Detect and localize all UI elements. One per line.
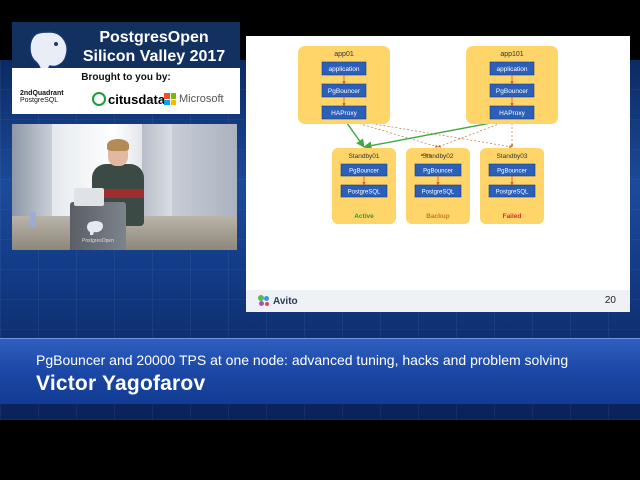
microsoft-name: Microsoft bbox=[179, 93, 224, 105]
sponsor-panel bbox=[12, 68, 240, 114]
water-bottle bbox=[30, 212, 36, 228]
standby-layer-label: PostgreSQL bbox=[422, 190, 455, 196]
brought-by-label: Brought to you by: bbox=[81, 72, 171, 83]
app-layer-label: application bbox=[496, 66, 527, 73]
sponsor-2ndquadrant: 2ndQuadrant PostgreSQL bbox=[20, 90, 64, 108]
architecture-diagram: app01applicationPgBouncerHAProxyapp101ap… bbox=[298, 46, 558, 224]
standby-layer-label: PgBouncer bbox=[497, 169, 527, 175]
speaker-video: PostgresOpen bbox=[12, 124, 237, 250]
sponsor-microsoft: Microsoft bbox=[164, 90, 224, 108]
avito-logo-icon bbox=[258, 295, 270, 307]
citus-name: citusdata bbox=[108, 91, 166, 107]
talk-title: PgBouncer and 20000 TPS at one node: adv… bbox=[36, 352, 569, 368]
app-layer-label: application bbox=[328, 66, 359, 73]
conference-title: PostgresOpen Silicon Valley 2017 bbox=[74, 28, 234, 66]
app-servers: app01applicationPgBouncerHAProxyapp101ap… bbox=[298, 46, 558, 124]
laptop bbox=[74, 188, 104, 206]
app-layer-box bbox=[321, 105, 367, 120]
standby-layer-box bbox=[414, 184, 462, 198]
standby-servers: Standby01PgBouncerPostgreSQLActiveStandb… bbox=[332, 148, 544, 224]
standby-status-failed: Failed bbox=[503, 213, 522, 220]
citus-logo-icon bbox=[92, 92, 106, 106]
slide-footer bbox=[246, 290, 630, 312]
more-apps-ellipsis: ... bbox=[420, 143, 432, 159]
standby-layer-label: PostgreSQL bbox=[496, 190, 529, 196]
standby-layer-box bbox=[340, 184, 388, 198]
app-layer-label: HAProxy bbox=[331, 110, 357, 117]
standby-status-active: Active bbox=[354, 213, 374, 220]
conference-title-line2: Silicon Valley 2017 bbox=[82, 48, 226, 65]
2ndquadrant-sub: PostgreSQL bbox=[20, 97, 59, 104]
standby-layer-box bbox=[488, 184, 536, 198]
avito-name: Avito bbox=[273, 295, 298, 307]
app-layer-label: PgBouncer bbox=[328, 88, 361, 95]
conference-title-line1: PostgresOpen bbox=[99, 29, 209, 46]
avito-brand: Avito bbox=[258, 295, 298, 307]
app-layer-label: PgBouncer bbox=[496, 88, 529, 95]
app-layer-box bbox=[489, 105, 535, 120]
app-name: app01 bbox=[334, 51, 354, 58]
app-name: app101 bbox=[500, 51, 523, 58]
standby-layer-label: PostgreSQL bbox=[348, 190, 381, 196]
speaker-name: Victor Yagofarov bbox=[36, 372, 206, 395]
sponsor-citusdata: citusdata bbox=[92, 90, 165, 108]
standby-layer-label: PgBouncer bbox=[349, 169, 379, 175]
slide-page-number: 20 bbox=[604, 295, 616, 306]
lower-third-banner bbox=[0, 338, 640, 404]
app-layer-label: HAProxy bbox=[499, 110, 525, 117]
microsoft-logo-icon bbox=[164, 93, 176, 105]
podium-elephant-icon bbox=[87, 221, 103, 235]
standby-name: Standby03 bbox=[496, 153, 527, 160]
podium-label: PostgresOpen bbox=[82, 238, 114, 244]
standby-name: Standby02 bbox=[422, 153, 453, 160]
standby-status-backup: Backup bbox=[426, 213, 450, 220]
elephant-logo-icon bbox=[29, 31, 68, 79]
standby-layer-label: PgBouncer bbox=[423, 169, 453, 175]
2ndquadrant-name: 2ndQuadrant bbox=[20, 90, 64, 97]
standby-name: Standby01 bbox=[348, 153, 379, 160]
